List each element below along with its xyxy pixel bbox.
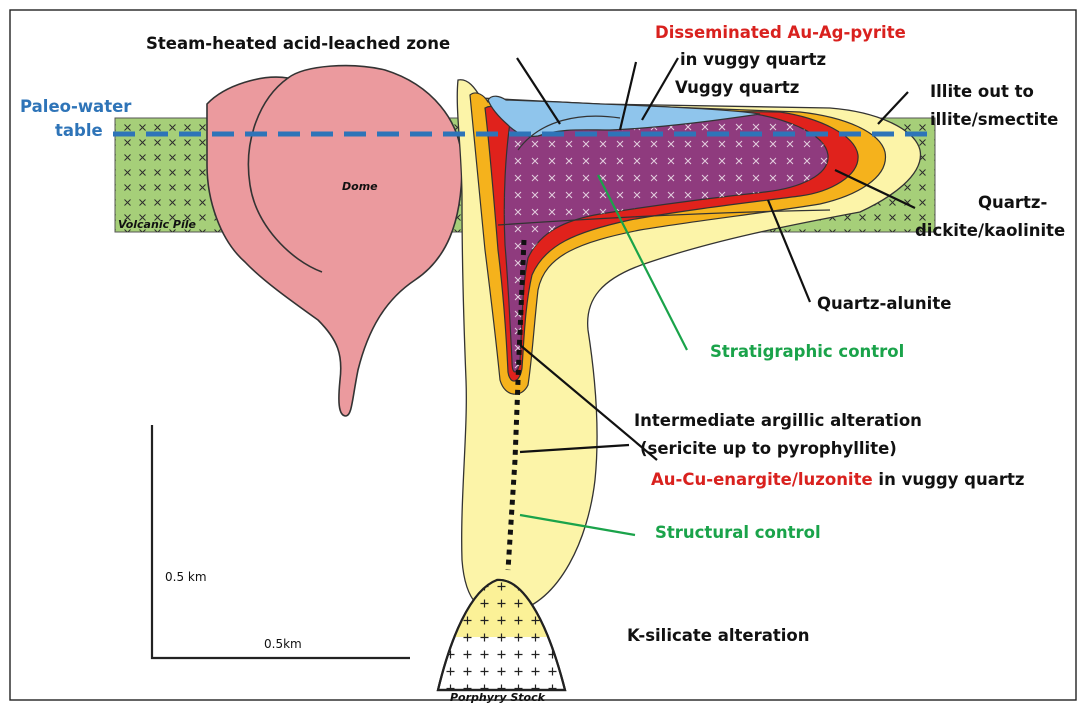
- k-silicate-label: K-silicate alteration: [627, 626, 810, 645]
- vuggy-quartz-label: Vuggy quartz: [675, 78, 799, 97]
- quartz-dickite-label-line2: dickite/kaolinite: [915, 221, 1065, 240]
- illite-label-line2: illite/smectite: [930, 110, 1058, 129]
- au-cu-label: Au-Cu-enargite/luzonite in vuggy quartz: [651, 470, 1025, 489]
- au-cu-red-text: Au-Cu-enargite/luzonite: [651, 470, 873, 489]
- intermediate-argillic-label-line2: (sericite up to pyrophyllite): [640, 439, 897, 458]
- scale-horizontal-label: 0.5km: [264, 637, 302, 651]
- paleo-water-label: Paleo-water: [20, 97, 132, 116]
- quartz-dickite-label: Quartz-: [978, 193, 1047, 212]
- illite-label: Illite out to: [930, 82, 1034, 101]
- porphyry-stock-label: Porphyry Stock: [450, 691, 546, 704]
- quartz-alunite-label: Quartz-alunite: [817, 294, 951, 313]
- au-cu-rest-text: in vuggy quartz: [873, 470, 1025, 489]
- stratigraphic-control-label: Stratigraphic control: [710, 342, 904, 361]
- steam-heated-label: Steam-heated acid-leached zone: [146, 34, 450, 53]
- paleo-water-label-line2: table: [55, 121, 103, 140]
- scale-bar: [152, 425, 410, 658]
- porphyry-stock: [430, 575, 575, 690]
- disseminated-label-line2: in vuggy quartz: [680, 50, 826, 69]
- scale-vertical-label: 0.5 km: [165, 570, 207, 584]
- dome-label: Dome: [342, 180, 378, 193]
- dome: [207, 66, 462, 416]
- volcanic-pile-label: Volcanic Pile: [118, 218, 197, 231]
- disseminated-label: Disseminated Au-Ag-pyrite: [655, 23, 906, 42]
- structural-control-label: Structural control: [655, 523, 821, 542]
- intermediate-argillic-label: Intermediate argillic alteration: [634, 411, 922, 430]
